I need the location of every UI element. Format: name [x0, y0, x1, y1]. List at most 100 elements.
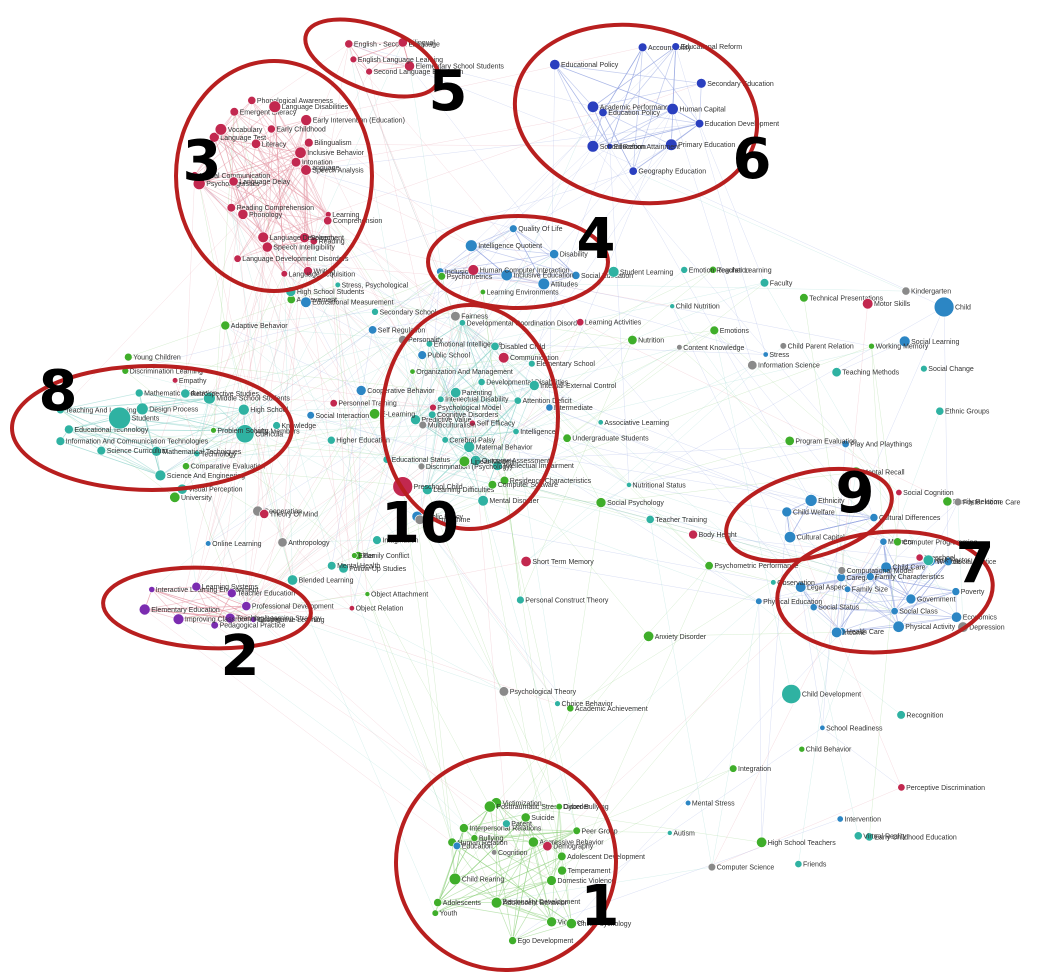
edge-476 [481, 382, 498, 466]
edge-529 [220, 129, 264, 238]
node-vocabulary [214, 123, 227, 136]
node-attention-deficit [513, 396, 522, 405]
node-label-human-computer-interaction: Human Computer Interaction [480, 268, 570, 275]
edge-89 [144, 609, 179, 620]
node-label-information-science: Information Science [758, 363, 820, 370]
node-label-computer-science: Computer Science [717, 865, 775, 872]
edge-592 [337, 284, 375, 414]
edge-485 [353, 42, 403, 60]
node-label-language-development-disorders: Language Development Disorders [242, 256, 349, 263]
node-label-bilingual: Bilingual [409, 40, 436, 47]
node-language-development [257, 231, 269, 244]
node-label-educational-status: Educational Status [392, 457, 451, 464]
edge-427 [475, 400, 519, 461]
node-early-childhood [267, 124, 276, 134]
node-label-learning: Learning [332, 212, 359, 219]
edge-365 [156, 430, 241, 452]
node-label-educational-reform: Educational Reform [681, 44, 743, 51]
edge-719 [214, 624, 534, 843]
edge-170 [234, 111, 272, 130]
edge-557 [412, 330, 715, 372]
edge-738 [243, 409, 368, 595]
edge-46 [437, 827, 465, 903]
edge-840 [402, 339, 424, 426]
edge-527 [358, 500, 484, 556]
edge-56 [512, 817, 527, 941]
edge-45 [454, 828, 465, 880]
edge-860 [304, 237, 550, 408]
node-label-demography: Demography [553, 844, 594, 851]
node-body-height [688, 529, 698, 540]
edge-623 [229, 339, 404, 619]
node-language-delay [228, 176, 239, 187]
node-label-english-language-learning: English Language Learning [358, 57, 443, 64]
edge-808 [496, 866, 712, 902]
edge-484 [348, 43, 416, 420]
node-interactive-learning-environment [148, 586, 156, 593]
node-emergent-literacy [229, 107, 239, 117]
edge-363 [68, 429, 157, 452]
node-academic-achievement [566, 704, 575, 713]
edge-264 [554, 64, 594, 147]
node-label-foster-home-care: Foster Home Care [963, 500, 1021, 507]
node-label-phonological-awareness: Phonological Awareness [257, 98, 334, 105]
edge-565 [897, 492, 900, 542]
edge-475 [494, 852, 563, 871]
node-language-development-disorders [233, 254, 242, 263]
edge-637 [304, 237, 344, 569]
node-integration [729, 764, 738, 773]
node-label-speech-intelligibility: Speech Intelligibility [273, 245, 335, 252]
edge-211 [440, 271, 544, 285]
node-label-professional-development: Professional Development [252, 604, 334, 611]
edge-121 [214, 137, 305, 238]
node-cultural-differences [869, 513, 879, 522]
edge-838 [632, 282, 765, 341]
edge-222 [471, 228, 514, 247]
node-disabled-child [490, 341, 500, 351]
node-label-knowledge: Knowledge [282, 423, 317, 430]
edge-663 [482, 500, 552, 881]
edge-456 [429, 343, 477, 461]
edge-658 [225, 311, 376, 326]
node-label-education-development: Education Development [705, 121, 779, 128]
node-residence-characteristics [499, 475, 510, 486]
edge-88 [144, 609, 231, 619]
edge-199 [303, 167, 305, 238]
node-label-mental-disorder: Mental Disorder [489, 498, 539, 505]
node-social-status [809, 603, 818, 612]
node-label-intermediate: Intermediate [554, 405, 593, 412]
edge-512 [194, 175, 305, 238]
edge-843 [871, 346, 884, 542]
edge-351 [870, 576, 956, 592]
edge-728 [253, 291, 484, 620]
node-object-attachment [364, 591, 371, 597]
edge-487 [246, 385, 535, 607]
node-educational-measurement [300, 296, 312, 308]
edge-682 [253, 415, 311, 620]
edge-83 [178, 618, 215, 626]
edge-415 [789, 500, 812, 538]
edge-703 [549, 64, 556, 408]
node-label-child-psychology: Child Psychology [578, 921, 632, 928]
edge-229 [553, 253, 577, 276]
node-label-faculty-members: Faculty Members [246, 428, 300, 435]
node-layer: Domestic ViolenceViolenceChild Psycholog… [55, 37, 1021, 945]
node-teaching-methods [831, 367, 842, 378]
edge-53 [437, 806, 491, 903]
node-label-psychometric-performance: Psychometric Performance [714, 563, 798, 570]
edge-723 [628, 345, 784, 486]
node-elementary-education [138, 603, 151, 616]
edge-371 [60, 440, 161, 476]
edge-614 [242, 214, 474, 271]
edge-510 [374, 283, 544, 414]
edge-329 [813, 577, 842, 608]
edge-325 [847, 588, 895, 612]
edge-573 [496, 565, 710, 804]
node-label-child-development: Child Development [802, 692, 861, 699]
edge-292 [847, 588, 911, 600]
edge-809 [714, 330, 884, 542]
edge-494 [290, 42, 404, 292]
node-public-school [417, 350, 427, 360]
edge-686 [943, 306, 949, 562]
